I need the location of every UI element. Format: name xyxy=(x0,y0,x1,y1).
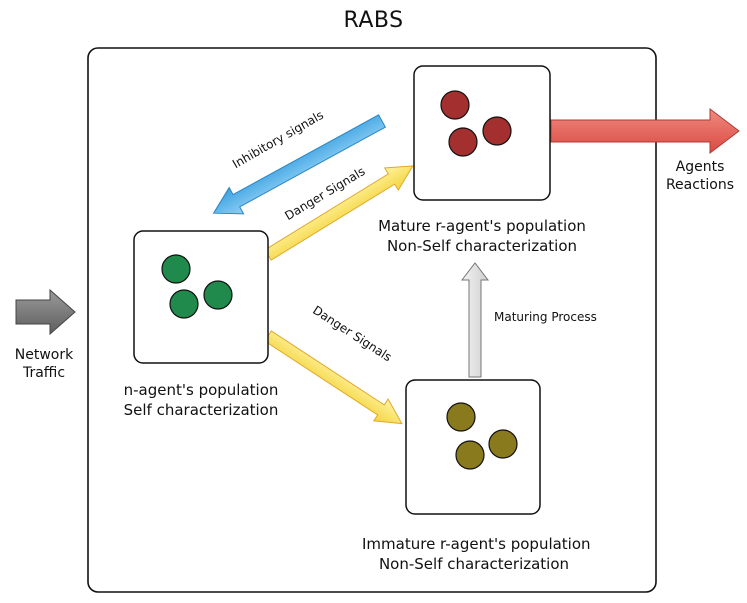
agents-reactions-arrow xyxy=(550,107,740,155)
n-agent-cell xyxy=(169,289,199,319)
network-traffic-line2: Traffic xyxy=(22,365,66,381)
network-traffic-line1: Network xyxy=(14,347,74,363)
mature-agent-cell xyxy=(482,116,512,146)
immature-agent-cell xyxy=(455,440,485,470)
n-agent-cell xyxy=(161,254,191,284)
n-agent-caption: n-agent's population Self characterizati… xyxy=(101,380,301,420)
n-agent-caption-line1: n-agent's population xyxy=(123,381,279,399)
agents-reactions-label: Agents Reactions xyxy=(655,158,745,194)
danger-signals-bottom-arrow xyxy=(264,330,403,425)
immature-caption: Immature r-agent's population Non-Self c… xyxy=(362,534,591,574)
agents-reactions-line1: Agents xyxy=(675,159,725,175)
n-agent-cell xyxy=(203,280,233,310)
maturing-process-label: Maturing Process xyxy=(494,310,597,324)
mature-caption-line1: Mature r-agent's population xyxy=(378,217,586,235)
network-traffic-arrow xyxy=(15,288,76,336)
network-traffic-label: Network Traffic xyxy=(0,346,88,382)
mature-caption: Mature r-agent's population Non-Self cha… xyxy=(372,216,592,256)
mature-caption-line2: Non-Self characterization xyxy=(386,237,578,255)
mature-population-box xyxy=(413,65,551,201)
n-agent-caption-line2: Self characterization xyxy=(123,401,279,419)
mature-agent-cell xyxy=(448,127,478,157)
maturing-process-arrow xyxy=(460,262,490,378)
agents-reactions-line2: Reactions xyxy=(665,177,735,193)
danger-signals-top-arrow xyxy=(264,165,414,261)
immature-agent-cell xyxy=(488,429,518,459)
n-agent-population-box xyxy=(133,230,269,364)
diagram-title: RABS xyxy=(343,8,404,33)
immature-agent-cell xyxy=(446,402,476,432)
mature-agent-cell xyxy=(440,90,470,120)
immature-caption-line2: Non-Self characterization xyxy=(378,555,570,573)
immature-caption-line1: Immature r-agent's population xyxy=(362,535,591,553)
inhibitory-signals-arrow xyxy=(212,114,387,215)
